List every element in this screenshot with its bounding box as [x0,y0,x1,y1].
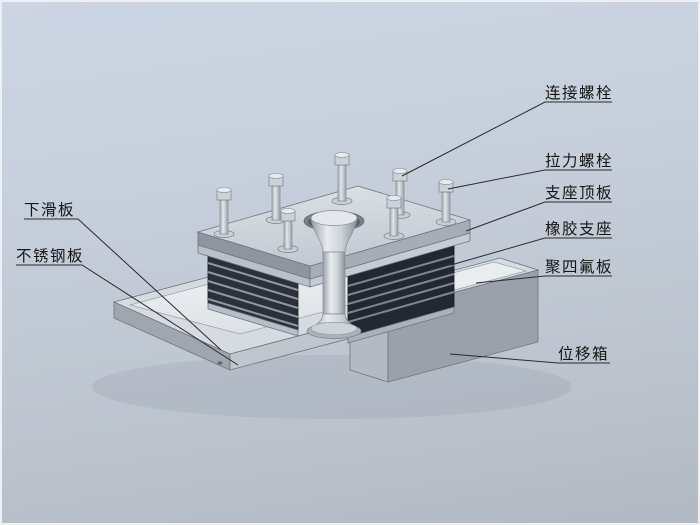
leader-rubber-bearing [450,237,612,266]
label-rubber-bearing: 橡胶支座 [545,220,614,238]
leader-stainless-plate [16,264,239,366]
leader-displacement-box [449,353,610,364]
center-pivot [303,210,365,339]
leader-top-plate [465,201,612,232]
leader-ptfe-plate [475,275,612,284]
rubber-right-base-strip [347,306,455,344]
bolt-shaft [441,191,451,223]
rubber-bearing-left [207,253,299,337]
connection-bolt [331,152,353,205]
bolt-head-top [334,152,350,158]
pivot-base [310,321,358,335]
label-top-plate: 支座顶板 [545,184,614,202]
leader-connection-bolt [401,101,612,177]
anchor-hole [217,361,223,365]
bolt-head-top [280,208,296,214]
rubber-left-shims [207,262,299,327]
rubber-right-shims [347,255,455,323]
connection-bolt [213,187,235,238]
leader-lines [16,101,612,366]
bolt-head-top [268,173,284,179]
label-stainless-plate: 不锈钢板 [16,247,85,265]
label-ptfe-plate: 聚四氟板 [545,258,614,276]
box-front-face [387,269,539,383]
rubber-left-base-strip [207,302,299,337]
label-connection-bolt: 连接螺栓 [545,84,614,102]
bolt-shaft [219,199,229,235]
connection-bolt [277,208,299,253]
label-tension-bolt: 拉力螺栓 [545,152,614,170]
leader-lower-sliding-plate [24,218,222,351]
bolts [213,152,457,253]
ground-shadow [92,355,572,419]
pivot-shaft [322,251,346,315]
bolt-head-top [386,195,402,201]
bolt-shaft [389,207,399,237]
leader-tension-bolt [447,169,612,190]
bolt-shaft [271,185,281,221]
bolt-shaft [283,220,293,250]
bolt-head-top [438,179,454,185]
bolt-head-top [392,168,408,174]
bolt-shaft [337,164,347,202]
tension-bolt [435,179,457,226]
label-lower-sliding-plate: 下滑板 [24,201,76,219]
pivot-cap [310,210,358,226]
label-displacement-box: 位移箱 [558,345,610,363]
bolt-head-top [216,187,232,193]
tension-bolt [383,195,405,240]
